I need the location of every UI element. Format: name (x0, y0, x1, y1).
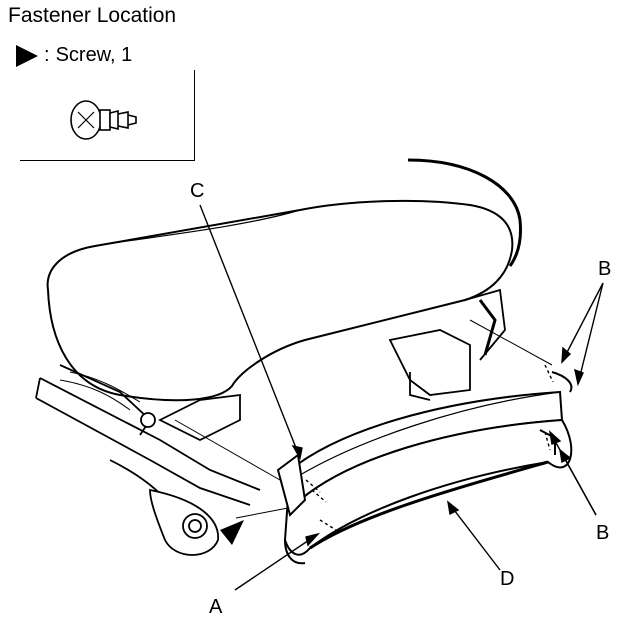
callout-c: C (190, 180, 205, 202)
legend-separator: : (44, 44, 50, 66)
seat-cushion (46, 158, 522, 402)
seat-frame (35, 288, 506, 556)
triangle-marker-icon (16, 44, 38, 67)
front-cover (276, 371, 573, 565)
leader-lines (199, 204, 604, 591)
callout-a: A (209, 596, 223, 618)
alignment-lines (174, 319, 553, 519)
callout-b-top: B (598, 258, 612, 280)
callout-d: D (500, 568, 515, 590)
legend-box (20, 70, 195, 161)
legend-row: : Screw, 1 (16, 44, 132, 67)
screw-location-marker (220, 520, 244, 545)
diagram-title: Fastener Location (8, 4, 177, 27)
screw-icon (70, 100, 137, 140)
legend-label: Screw, 1 (55, 44, 133, 66)
callout-b-bottom: B (596, 522, 610, 544)
